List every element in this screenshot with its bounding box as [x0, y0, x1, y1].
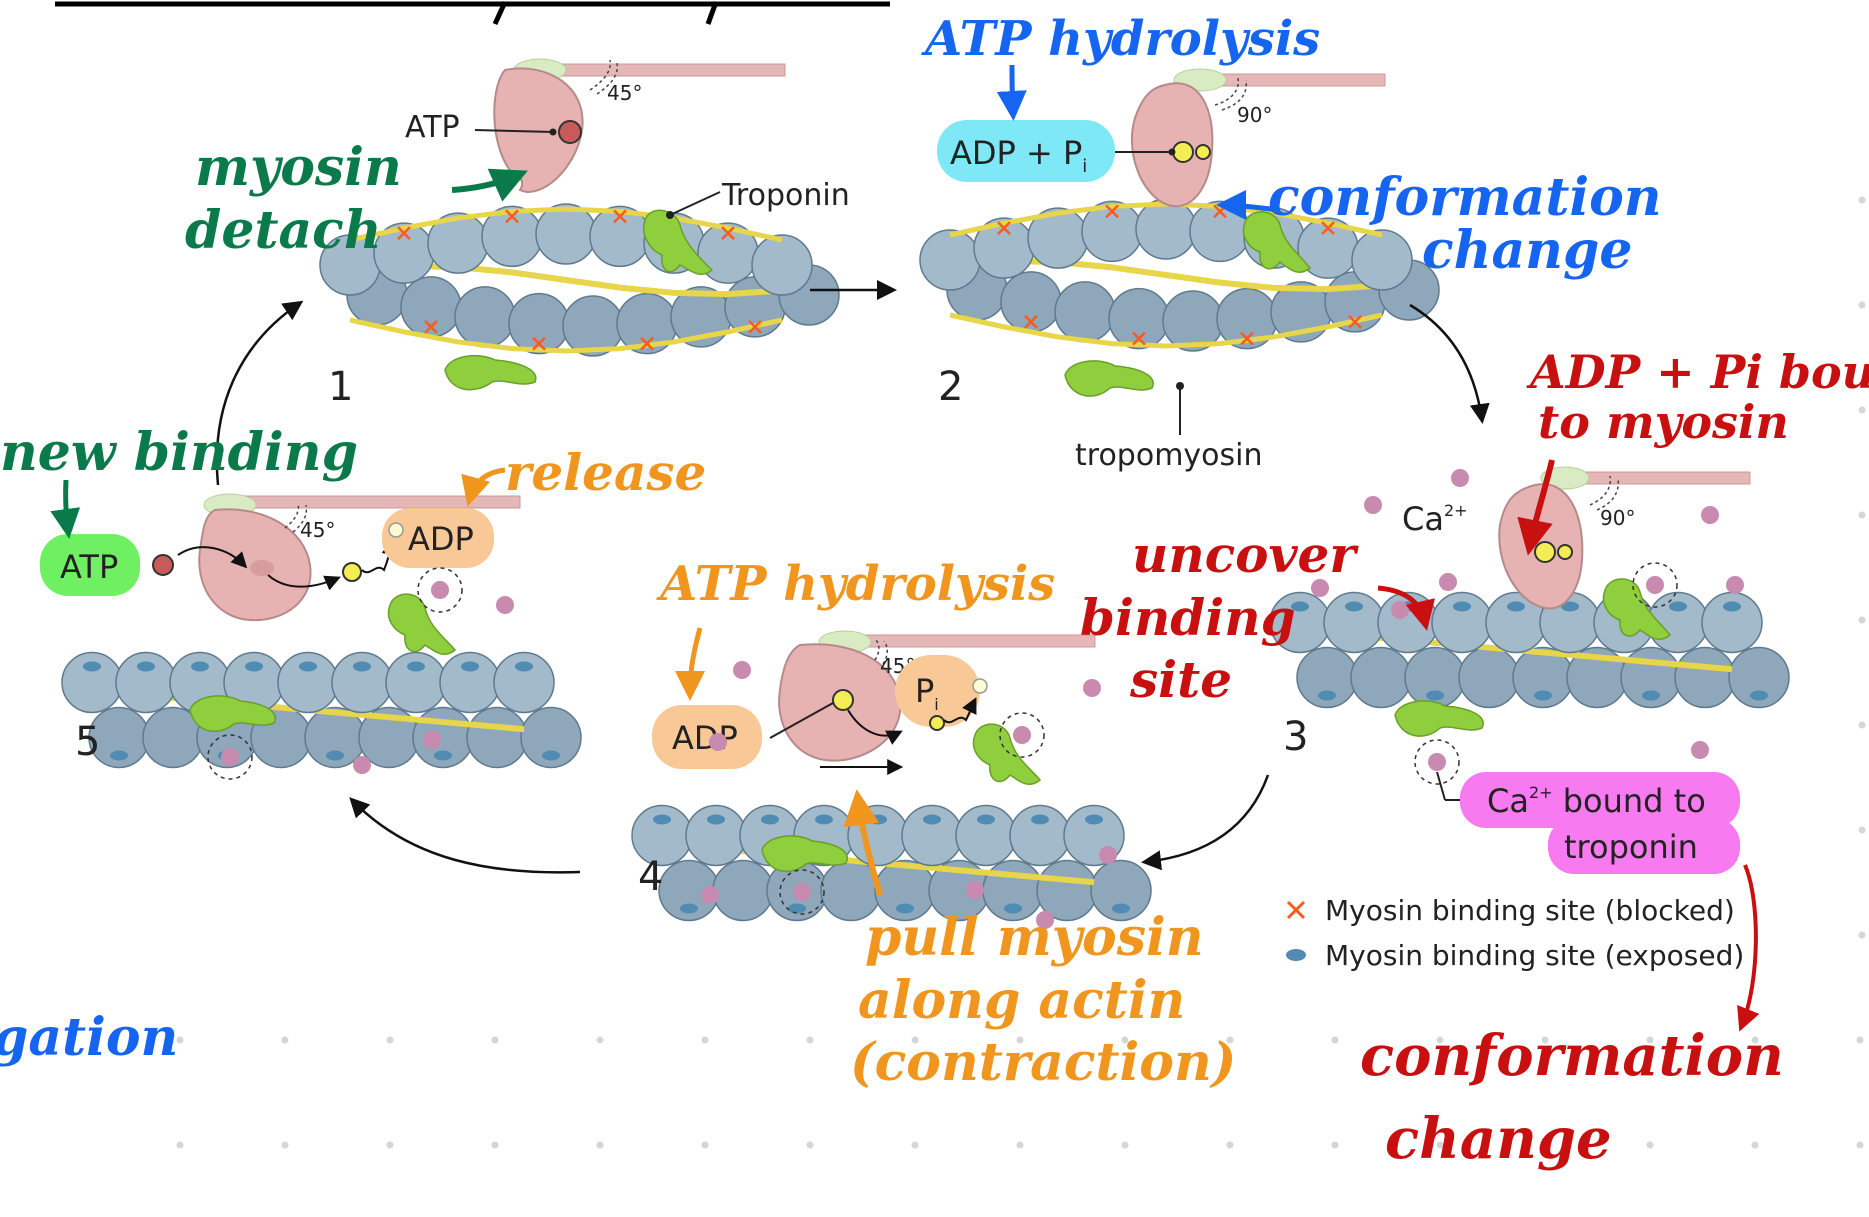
troponin-1b — [444, 354, 537, 391]
ca-bound-label-line2: troponin — [1564, 828, 1698, 866]
step-2: 2 — [938, 364, 963, 410]
annotation-new-binding-arrow — [50, 479, 81, 539]
pi-molecule-2 — [1195, 144, 1211, 160]
annotation-site: site — [1129, 650, 1232, 709]
adp-molecule-3 — [1534, 541, 1556, 563]
annotation-change-top: change — [1422, 220, 1632, 281]
troponin-2b — [1064, 360, 1154, 397]
top-cutoff-strokes — [55, 0, 890, 26]
troponin-3 — [1602, 578, 1672, 640]
legend: Myosin binding site (blocked) Myosin bin… — [1286, 894, 1744, 972]
troponin-2 — [1242, 211, 1312, 273]
ca-label-3: Ca2+ — [1402, 500, 1468, 538]
adp-box-5 — [382, 508, 494, 568]
legend-exposed-icon — [1286, 949, 1306, 961]
annotation-binding: binding — [1080, 588, 1296, 647]
atp-label-1: ATP — [405, 110, 460, 145]
annotation-atp-hydrolysis-top-arrow — [996, 64, 1027, 121]
pi-molecule-4 — [929, 715, 945, 731]
annotation-pull-arrow — [843, 789, 883, 896]
pi-molecule-3 — [1557, 544, 1573, 560]
annotation-along-actin: along actin — [858, 970, 1185, 1031]
adp-pi-label-2: ADP + Pi — [950, 134, 1087, 177]
adp-molecule-4 — [832, 689, 854, 711]
angle-label-2: 90° — [1237, 103, 1272, 127]
angle-label-3: 90° — [1600, 506, 1635, 530]
annotation-conformation-bottom: conformation — [1360, 1023, 1784, 1089]
ca-bound-box-bottom — [1548, 818, 1740, 874]
actin-filament-2 — [919, 198, 1440, 352]
step-5: 5 — [75, 719, 100, 765]
step-3: 3 — [1283, 714, 1308, 760]
ca-bound-label-line1: Ca2+ bound to — [1487, 782, 1706, 820]
pi-box-4 — [895, 655, 980, 727]
annotation-atp-hydrolysis-mid-arrow — [675, 627, 706, 701]
annotation-adp-pi-bound-2: to myosin — [1538, 395, 1789, 449]
step-4: 4 — [638, 854, 663, 900]
legend-exposed-label: Myosin binding site (exposed) — [1325, 939, 1744, 972]
panel-3: 90° Ca2+ Ca2+ bound to troponin 3 — [1269, 466, 1790, 874]
panel-5: 45° ATP ADP 5 — [40, 493, 582, 780]
annotation-detach: detach — [185, 200, 382, 261]
annotation-conformation-top: conformation — [1268, 167, 1662, 228]
step-1: 1 — [328, 364, 353, 410]
legend-blocked-icon — [1286, 900, 1306, 920]
panel-1: 45° ATP Troponin 1 — [319, 58, 850, 410]
myosin-thick-filament-4 — [844, 634, 1096, 648]
annotation-release-arrow — [461, 467, 506, 507]
atp-molecule-1 — [558, 120, 582, 144]
troponin-4b — [761, 835, 848, 873]
atp-label-5: ATP — [60, 548, 118, 586]
adp-label-5: ADP — [408, 520, 474, 558]
adp-label-4: ADP — [672, 719, 738, 757]
pi-label-4: Pi — [915, 672, 939, 714]
cycle-arrows — [215, 280, 1490, 874]
actin-filament-5 — [61, 651, 582, 769]
actin-filament-1 — [319, 203, 840, 357]
troponin-label: Troponin — [721, 178, 850, 213]
panel-4: 45° Pi ADP 4 — [631, 630, 1152, 922]
tropomyosin-label: tropomyosin — [1075, 438, 1263, 473]
annotation-uncover: uncover — [1132, 525, 1359, 584]
actin-filament-3 — [1269, 591, 1790, 709]
atp-box-5 — [40, 534, 140, 596]
annotation-release: release — [505, 443, 706, 502]
troponin-5 — [387, 593, 457, 655]
annotation-myosin: myosin — [195, 137, 402, 198]
annotation-conformation-bottom-arrow — [1737, 864, 1760, 1032]
annotation-adp-pi-bound-1: ADP + Pi bound — [1526, 345, 1869, 399]
angle-label-5: 45° — [300, 518, 335, 542]
annotation-uncover-arrow — [1377, 585, 1435, 631]
annotation-left-partial: gation — [0, 1007, 178, 1068]
annotation-new-binding: new binding — [0, 422, 358, 483]
myosin-neck-3 — [1540, 466, 1590, 490]
troponin-4 — [972, 723, 1042, 785]
adp-molecule-2 — [1172, 141, 1194, 163]
panel-2: 90° ADP + Pi tropomyosin 2 — [919, 68, 1440, 473]
atp-molecule-5 — [152, 554, 174, 576]
troponin-5b — [189, 695, 276, 733]
adp-pi-box-2 — [937, 120, 1115, 182]
annotation-change-bottom: change — [1385, 1106, 1612, 1172]
troponin-3b — [1394, 700, 1484, 737]
calcium-ions — [353, 469, 1744, 929]
annotation-detach-arrow — [451, 168, 528, 202]
myosin-head-2 — [1130, 82, 1214, 208]
ca-bound-box-top — [1460, 772, 1740, 828]
page-dot-grid — [176, 196, 1866, 1149]
annotation-atp-hydrolysis-top: ATP hydrolysis — [921, 11, 1320, 67]
troponin-1 — [643, 209, 714, 275]
adp-box-4 — [652, 705, 762, 769]
pi-molecule-5 — [342, 562, 362, 582]
legend-blocked-label: Myosin binding site (blocked) — [1325, 894, 1735, 927]
myosin-thick-filament-5 — [234, 495, 521, 509]
myosin-thick-filament-1 — [554, 63, 786, 77]
annotation-atp-hydrolysis-mid: ATP hydrolysis — [656, 556, 1055, 612]
annotation-pull-myosin: pull myosin — [865, 907, 1204, 968]
annotation-contraction: (contraction) — [850, 1032, 1236, 1093]
angle-label-1: 45° — [607, 81, 642, 105]
annotation-conformation-top-arrow — [1216, 190, 1281, 221]
annotation-adp-pi-bound-arrow — [1517, 459, 1555, 556]
